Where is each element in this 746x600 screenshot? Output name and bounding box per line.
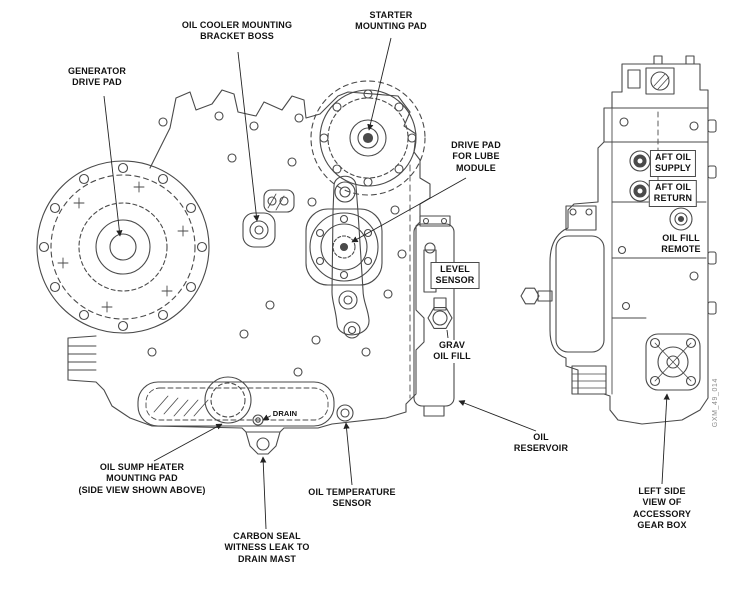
side-view-bolts <box>617 117 717 315</box>
starter-mounting-pad <box>310 80 426 196</box>
lube-pad-bolt-holes <box>315 214 373 280</box>
oil-reservoir-tank <box>413 215 455 417</box>
main-view <box>36 80 455 455</box>
breather-block <box>627 55 695 95</box>
callout-grav-oil-fill: GRAV OIL FILL <box>431 340 473 363</box>
accessory-mount-pad <box>645 333 701 391</box>
leader-lube-module <box>351 177 467 243</box>
aft-oil-return-port <box>629 180 651 202</box>
generator-cross-marks <box>57 181 189 313</box>
callout-oil-fill-remote: OIL FILL REMOTE <box>659 233 703 256</box>
leader-lines <box>103 37 670 530</box>
leader-carbon-seal <box>260 456 267 530</box>
oil-temperature-sensor-boss <box>336 404 354 422</box>
main-housing-outline <box>67 89 431 433</box>
left-flange-ribs <box>67 345 97 371</box>
callout-starter-pad: STARTER MOUNTING PAD <box>355 10 427 32</box>
lube-module-drive-pad <box>305 208 383 286</box>
aft-oil-supply-port <box>629 150 651 172</box>
leader-oil-temp <box>343 422 353 486</box>
side-view-outline <box>549 63 709 425</box>
housing-bolts <box>147 111 407 377</box>
reservoir-side-view <box>520 205 607 395</box>
callout-generator-drive-pad: GENERATOR DRIVE PAD <box>67 66 127 88</box>
generator-bolt-holes <box>38 162 208 332</box>
callout-carbon-seal: CARBON SEAL WITNESS LEAK TO DRAIN MAST <box>224 531 310 564</box>
oil-fill-remote-port <box>669 207 693 231</box>
figure-id-text: GXM_49_014 <box>712 378 719 428</box>
drain-mast <box>245 431 281 455</box>
generator-drive-pad <box>36 160 210 334</box>
callout-oil-sump-heater: OIL SUMP HEATER MOUNTING PAD (SIDE VIEW … <box>78 462 206 495</box>
leader-oil-reservoir <box>458 400 537 432</box>
leader-starter <box>367 37 392 131</box>
leader-left-side-view <box>661 393 670 485</box>
grav-oil-fill-cap <box>427 297 453 329</box>
oil-sump <box>137 376 335 427</box>
leader-generator <box>103 95 123 237</box>
callout-lube-module-pad: DRIVE PAD FOR LUBE MODULE <box>449 140 503 174</box>
oil-cooler-bracket-boss <box>242 189 295 248</box>
gear-train-bearings <box>334 181 361 339</box>
starter-bolt-holes <box>319 89 417 187</box>
leader-sump-heater <box>153 423 223 462</box>
sump-heater-hatch <box>153 395 209 417</box>
callout-oil-cooler-boss: OIL COOLER MOUNTING BRACKET BOSS <box>181 20 293 42</box>
callout-left-side-view: LEFT SIDE VIEW OF ACCESSORY GEAR BOX <box>632 486 692 530</box>
callout-oil-temp-sensor: OIL TEMPERATURE SENSOR <box>308 487 396 509</box>
callout-aft-oil-supply: AFT OIL SUPPLY <box>649 150 697 177</box>
callout-level-sensor: LEVEL SENSOR <box>430 262 480 289</box>
callout-aft-oil-return: AFT OIL RETURN <box>648 180 698 207</box>
callout-oil-reservoir: OIL RESERVOIR <box>513 432 569 454</box>
gear-train-column <box>331 175 370 336</box>
leader-grav-oil-fill <box>446 329 449 339</box>
sump-heater-pad <box>204 376 252 424</box>
leader-oil-cooler <box>237 51 260 222</box>
callout-drain: DRAIN <box>270 409 300 419</box>
